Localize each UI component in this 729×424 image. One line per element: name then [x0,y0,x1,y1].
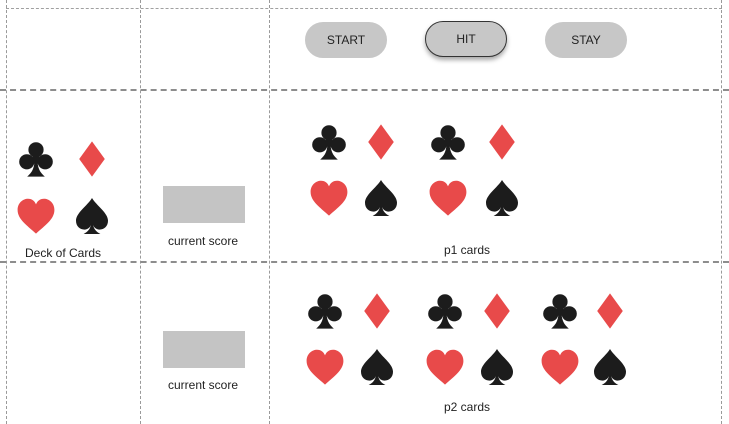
heart-icon [305,347,345,387]
heart-icon [425,347,465,387]
heart-icon [309,178,349,218]
diamond-icon [590,291,630,331]
deck-label: Deck of Cards [25,246,102,260]
club-icon [16,139,56,179]
diamond-icon [357,291,397,331]
p1-score-label: current score [168,234,239,248]
grid-line [0,261,729,263]
grid-line [0,89,729,91]
start-button[interactable]: START [305,22,387,58]
heart-icon [16,196,56,236]
p2-score-label: current score [168,378,239,392]
hit-button[interactable]: HIT [425,21,507,57]
club-icon [428,122,468,162]
p1-score-box [163,186,245,223]
spade-icon [72,196,112,236]
p1-cards-label: p1 cards [444,243,491,257]
grid-line [721,0,722,424]
club-icon [309,122,349,162]
grid-line [6,0,7,424]
grid-line [140,0,141,424]
grid-line [269,0,270,424]
diamond-icon [72,139,112,179]
diamond-icon [361,122,401,162]
diamond-icon [477,291,517,331]
club-icon [425,291,465,331]
club-icon [540,291,580,331]
p2-cards-label: p2 cards [444,400,491,414]
spade-icon [590,347,630,387]
heart-icon [428,178,468,218]
spade-icon [477,347,517,387]
spade-icon [361,178,401,218]
club-icon [305,291,345,331]
spade-icon [482,178,522,218]
p2-score-box [163,331,245,368]
grid-line [6,8,722,9]
heart-icon [540,347,580,387]
diamond-icon [482,122,522,162]
spade-icon [357,347,397,387]
stay-button[interactable]: STAY [545,22,627,58]
